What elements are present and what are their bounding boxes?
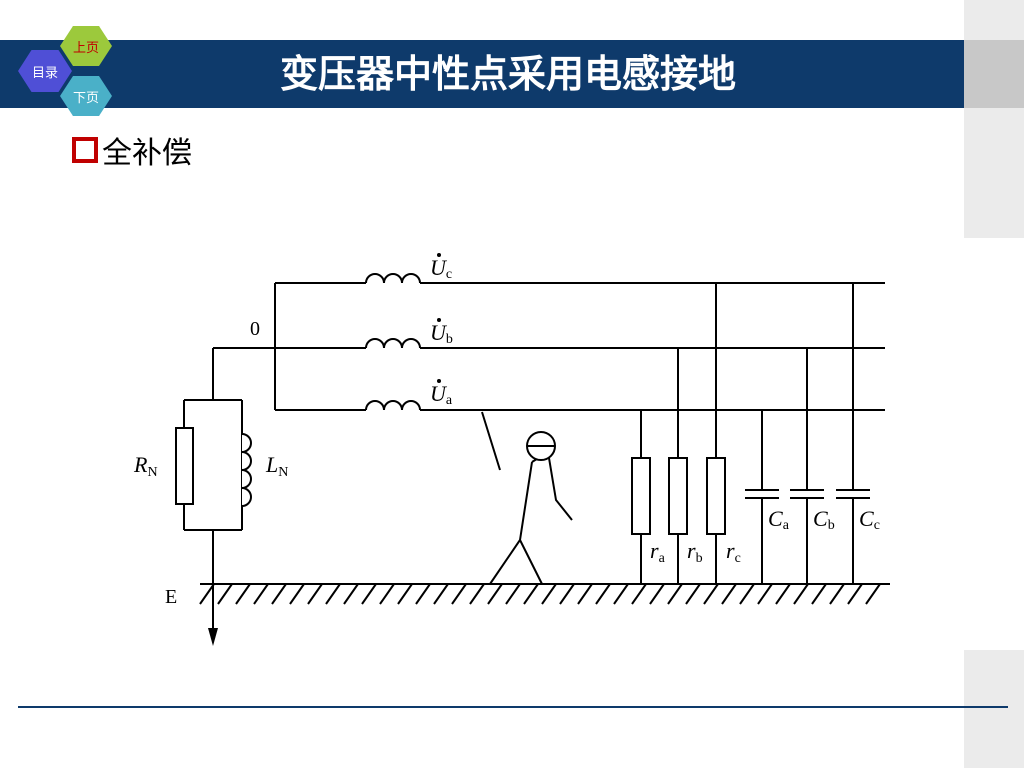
cap-c-label: Cc bbox=[859, 506, 880, 533]
leak-a-label: ra bbox=[650, 538, 666, 566]
toc-button[interactable]: 目录 bbox=[18, 50, 72, 92]
phase-a-voltage-label: Ua bbox=[430, 381, 453, 408]
side-panel-bottom bbox=[964, 650, 1024, 768]
cap-b-icon bbox=[790, 348, 824, 584]
neutral-point-label: 0 bbox=[250, 318, 260, 340]
cap-a-icon bbox=[745, 410, 779, 584]
coil-a-icon bbox=[365, 400, 421, 411]
leak-b-label: rb bbox=[687, 538, 703, 566]
earth-arrow-icon bbox=[208, 628, 218, 646]
side-panel-top bbox=[964, 0, 1024, 238]
footer-divider bbox=[18, 706, 1008, 708]
person-figure-icon bbox=[481, 411, 573, 585]
side-strip bbox=[964, 40, 1024, 108]
cap-a-label: Ca bbox=[768, 506, 790, 533]
section-heading-text: 全补偿 bbox=[102, 136, 192, 171]
coil-c-icon bbox=[365, 273, 421, 284]
cap-c-icon bbox=[836, 283, 870, 584]
neutral-resistor-label: RN bbox=[133, 452, 158, 480]
phase-c-voltage-label: Uc bbox=[430, 255, 452, 282]
section-heading: 全补偿 bbox=[72, 128, 192, 172]
leak-b-resistor bbox=[668, 457, 688, 535]
phase-b-voltage-label: Ub bbox=[430, 320, 453, 347]
neutral-inductor-label: LN bbox=[265, 452, 288, 480]
neutral-resistor bbox=[175, 427, 194, 505]
earth-label: E bbox=[165, 586, 177, 608]
square-bullet-icon bbox=[72, 137, 98, 163]
cap-b-label: Cb bbox=[813, 506, 835, 533]
page-title: 变压器中性点采用电感接地 bbox=[280, 52, 737, 96]
header-bar bbox=[0, 40, 964, 108]
leak-c-label: rc bbox=[726, 538, 741, 566]
coil-b-icon bbox=[365, 338, 421, 349]
ground-hatching bbox=[199, 583, 881, 605]
leak-a-resistor bbox=[631, 457, 651, 535]
leak-c-resistor bbox=[706, 457, 726, 535]
neutral-inductor-icon bbox=[241, 433, 252, 507]
